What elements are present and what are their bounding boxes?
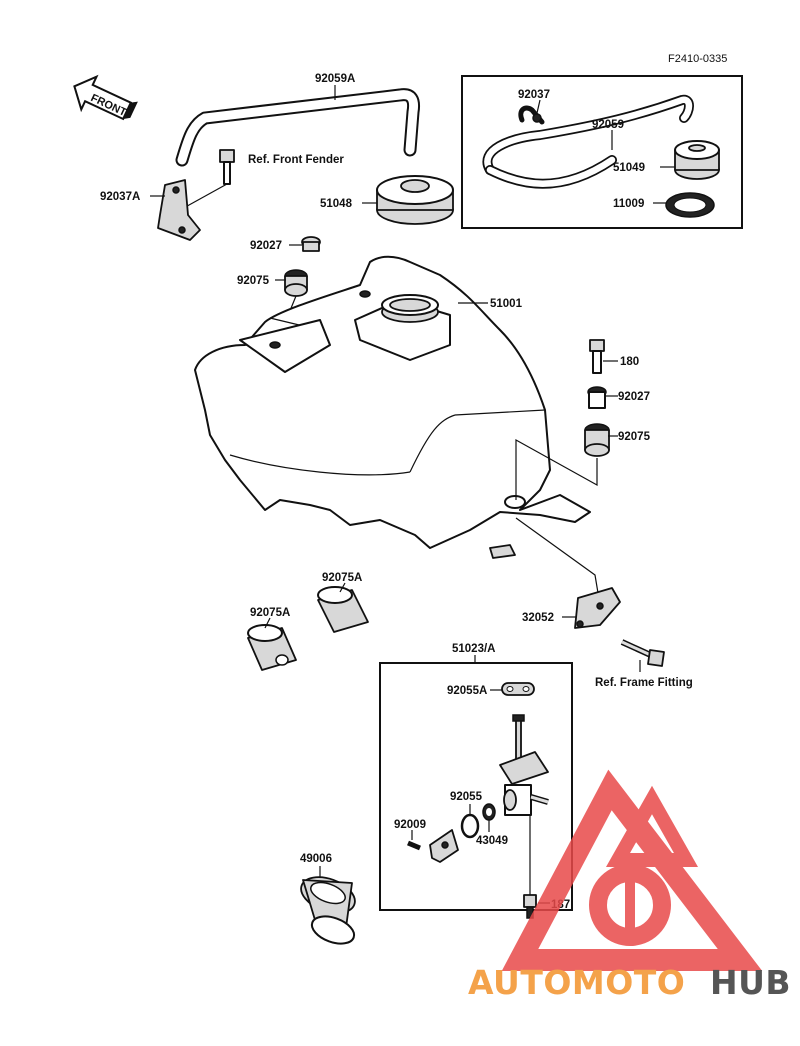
bolt-frame-fitting (620, 639, 665, 667)
collar-92027-right (587, 386, 607, 409)
label-92075-right: 92075 (618, 431, 651, 443)
label-92075-top: 92075 (237, 275, 270, 287)
diagram-code: F2410-0335 (668, 53, 727, 65)
label-92055A: 92055A (447, 685, 487, 697)
label-11009: 11009 (613, 198, 644, 210)
cap-51049 (674, 140, 720, 180)
front-arrow-icon: FRONT (73, 74, 138, 121)
bolt-front-fender (219, 149, 235, 185)
label-49006: 49006 (300, 853, 332, 865)
automotohub-logo-icon (501, 769, 763, 971)
label-43049: 43049 (476, 835, 508, 847)
ref-front-fender: Ref. Front Fender (248, 154, 344, 166)
oring-43049 (482, 803, 496, 821)
label-32052: 32052 (522, 612, 554, 624)
label-51001: 51001 (490, 298, 523, 310)
bolt-180 (589, 339, 605, 374)
oring-92055 (460, 813, 480, 839)
fuel-cock-valve (499, 714, 549, 895)
gasket-11009 (665, 192, 715, 218)
label-92075A-upper: 92075A (322, 572, 362, 584)
gasket-92055A (501, 682, 535, 696)
label-92027-top: 92027 (250, 240, 282, 252)
damper-92075A-upper (317, 586, 369, 633)
inset-box-fuel-cock (379, 662, 573, 911)
damper-92075-top (284, 269, 308, 297)
label-92059A: 92059A (315, 73, 355, 85)
ref-frame-fitting: Ref. Frame Fitting (595, 677, 693, 689)
breather-hose-92059A (175, 88, 421, 167)
label-92037: 92037 (518, 89, 550, 101)
lever-plate (429, 829, 459, 863)
damper-92075-right (584, 423, 610, 457)
collar-92027-top (301, 236, 321, 252)
label-92075A-lower: 92075A (250, 607, 290, 619)
screw-92009 (407, 840, 421, 851)
label-92059: 92059 (592, 119, 624, 131)
fuel-cap-51048 (376, 175, 454, 225)
label-92055: 92055 (450, 791, 483, 803)
label-92009: 92009 (394, 819, 426, 831)
label-51023A: 51023/A (452, 643, 495, 655)
watermark-text-part1: AUTOMOTO (468, 963, 685, 1002)
inset-box-cap-parts (461, 75, 743, 229)
fuel-tank-51001 (194, 255, 591, 559)
bracket-32052 (574, 587, 621, 629)
screw-187 (523, 894, 537, 919)
clip-92037 (518, 105, 545, 125)
grommet-49006 (300, 876, 356, 945)
label-92037A: 92037A (100, 191, 140, 203)
label-51048: 51048 (320, 198, 353, 210)
breather-hose-92059 (482, 94, 694, 189)
bracket-92037A (157, 179, 201, 241)
damper-92075A-lower (247, 624, 297, 671)
label-51049: 51049 (613, 162, 645, 174)
label-180: 180 (620, 356, 639, 368)
watermark-text-part2: HUB (710, 963, 791, 1002)
label-92027-right: 92027 (618, 391, 650, 403)
